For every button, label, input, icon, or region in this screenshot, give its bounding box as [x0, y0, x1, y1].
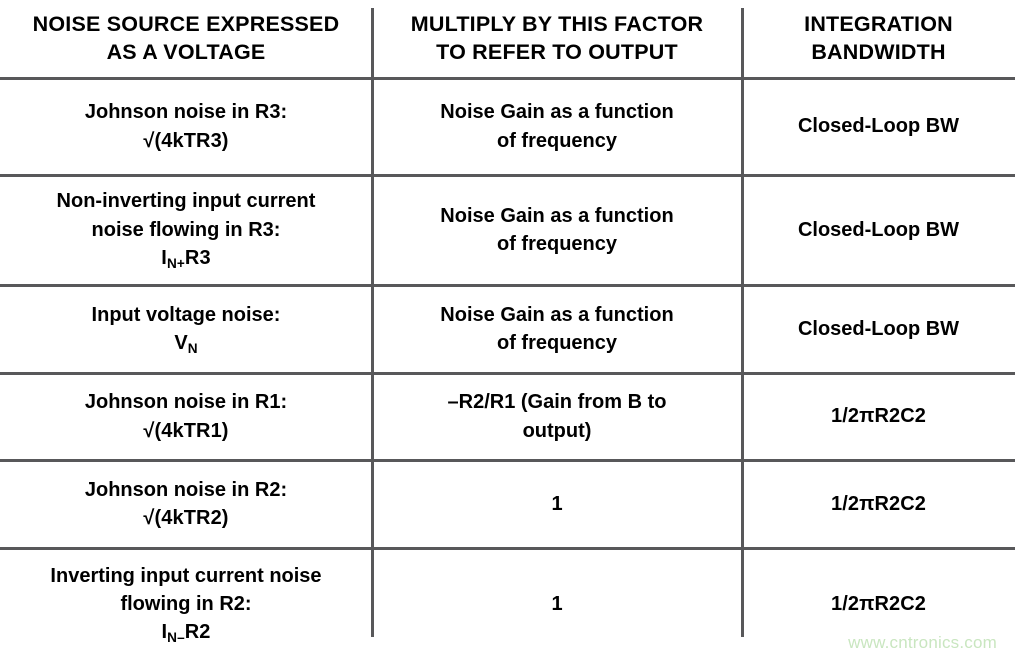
- cell-integration-bandwidth: 1/2πR2C2: [742, 373, 1015, 462]
- noise-source-text: Non-inverting input current: [56, 190, 316, 213]
- table-row: Johnson noise in R2: √(4kTR2) 1 1/2πR2C2: [0, 460, 1015, 550]
- noise-source-formula: IN+R3: [10, 244, 362, 272]
- noise-source-formula: VN: [10, 329, 362, 357]
- cell-integration-bandwidth: 1/2πR2C2: [742, 460, 1015, 550]
- noise-source-text: Johnson noise in R3:: [84, 101, 288, 124]
- integration-bandwidth-text: Closed-Loop BW: [797, 218, 960, 241]
- noise-source-formula: IN–R2: [10, 618, 362, 646]
- cell-multiply-factor: Noise Gain as a function of frequency: [372, 285, 742, 375]
- cell-integration-bandwidth: Closed-Loop BW: [742, 78, 1015, 177]
- symbol-subscript: N: [187, 340, 198, 356]
- column-header-integration-bandwidth: INTEGRATION BANDWIDTH: [742, 0, 1015, 80]
- cell-integration-bandwidth: Closed-Loop BW: [742, 285, 1015, 375]
- noise-source-text: Inverting input current noise: [50, 564, 322, 587]
- column-header-multiply-factor-line1: MULTIPLY BY THIS FACTOR: [410, 11, 704, 36]
- column-divider-1: [371, 8, 374, 637]
- symbol-tail: R3: [184, 247, 211, 270]
- column-header-integration-bandwidth-line1: INTEGRATION: [804, 11, 953, 36]
- watermark: www.cntronics.com: [848, 633, 997, 652]
- cell-multiply-factor: 1: [372, 460, 742, 550]
- multiply-factor-line2: of frequency: [496, 129, 618, 152]
- column-header-integration-bandwidth-line2: BANDWIDTH: [811, 40, 946, 65]
- noise-source-text-line2: flowing in R2:: [120, 593, 252, 616]
- table-header-row: NOISE SOURCE EXPRESSED AS A VOLTAGE MULT…: [0, 0, 1015, 80]
- cell-noise-source: Johnson noise in R2: √(4kTR2): [0, 460, 372, 550]
- multiply-factor-line1: 1: [551, 492, 563, 515]
- column-header-noise-source-line1: NOISE SOURCE EXPRESSED: [32, 11, 340, 36]
- column-divider-2: [741, 8, 744, 637]
- cell-integration-bandwidth: Closed-Loop BW: [742, 175, 1015, 287]
- integration-bandwidth-text: Closed-Loop BW: [797, 115, 960, 138]
- column-header-noise-source-line2: AS A VOLTAGE: [106, 40, 266, 65]
- integration-bandwidth-text: 1/2πR2C2: [830, 405, 927, 428]
- integration-bandwidth-text: 1/2πR2C2: [830, 492, 927, 515]
- cell-noise-source: Non-inverting input current noise flowin…: [0, 175, 372, 287]
- symbol-tail: R2: [184, 621, 211, 644]
- symbol-base: V: [174, 332, 188, 354]
- table-row: Johnson noise in R1: √(4kTR1) –R2/R1 (Ga…: [0, 373, 1015, 462]
- multiply-factor-line1: 1: [551, 593, 563, 616]
- symbol-base: I: [161, 621, 168, 644]
- cell-integration-bandwidth: 1/2πR2C2: [742, 548, 1015, 659]
- table-row: Non-inverting input current noise flowin…: [0, 175, 1015, 287]
- cell-multiply-factor: Noise Gain as a function of frequency: [372, 175, 742, 287]
- column-header-multiply-factor: MULTIPLY BY THIS FACTOR TO REFER TO OUTP…: [372, 0, 742, 80]
- integration-bandwidth-text: 1/2πR2C2: [830, 593, 927, 616]
- noise-source-formula: √(4kTR2): [143, 507, 229, 529]
- symbol-base: I: [161, 247, 167, 270]
- cell-noise-source: Johnson noise in R3: √(4kTR3): [0, 78, 372, 177]
- multiply-factor-line1: Noise Gain as a function: [440, 101, 674, 124]
- column-header-noise-source: NOISE SOURCE EXPRESSED AS A VOLTAGE: [0, 0, 372, 80]
- cell-multiply-factor: Noise Gain as a function of frequency: [372, 78, 742, 177]
- noise-source-formula: √(4kTR1): [143, 419, 229, 442]
- table-row: Johnson noise in R3: √(4kTR3) Noise Gain…: [0, 78, 1015, 177]
- integration-bandwidth-text: Closed-Loop BW: [797, 317, 960, 340]
- noise-source-text-line2: noise flowing in R3:: [91, 218, 281, 241]
- cell-multiply-factor: –R2/R1 (Gain from B to output): [372, 373, 742, 462]
- cell-noise-source: Johnson noise in R1: √(4kTR1): [0, 373, 372, 462]
- symbol-subscript: N+: [166, 255, 185, 271]
- noise-source-text: Input voltage noise:: [91, 303, 281, 326]
- multiply-factor-line1: Noise Gain as a function: [440, 204, 674, 227]
- noise-source-formula: √(4kTR3): [143, 129, 229, 152]
- cell-multiply-factor: 1: [372, 548, 742, 659]
- table-row: Inverting input current noise flowing in…: [0, 548, 1015, 659]
- multiply-factor-line2: of frequency: [496, 332, 618, 354]
- table-row: Input voltage noise: VN Noise Gain as a …: [0, 285, 1015, 375]
- cell-noise-source: Input voltage noise: VN: [0, 285, 372, 375]
- multiply-factor-line1: –R2/R1 (Gain from B to: [447, 391, 667, 414]
- multiply-factor-line1: Noise Gain as a function: [440, 303, 674, 326]
- noise-source-text: Johnson noise in R1:: [84, 391, 288, 414]
- multiply-factor-line2: of frequency: [496, 233, 618, 255]
- noise-source-text: Johnson noise in R2:: [84, 478, 288, 501]
- multiply-factor-line2: output): [522, 419, 592, 442]
- cell-noise-source: Inverting input current noise flowing in…: [0, 548, 372, 659]
- symbol-subscript: N–: [167, 630, 185, 646]
- column-header-multiply-factor-line2: TO REFER TO OUTPUT: [436, 40, 678, 65]
